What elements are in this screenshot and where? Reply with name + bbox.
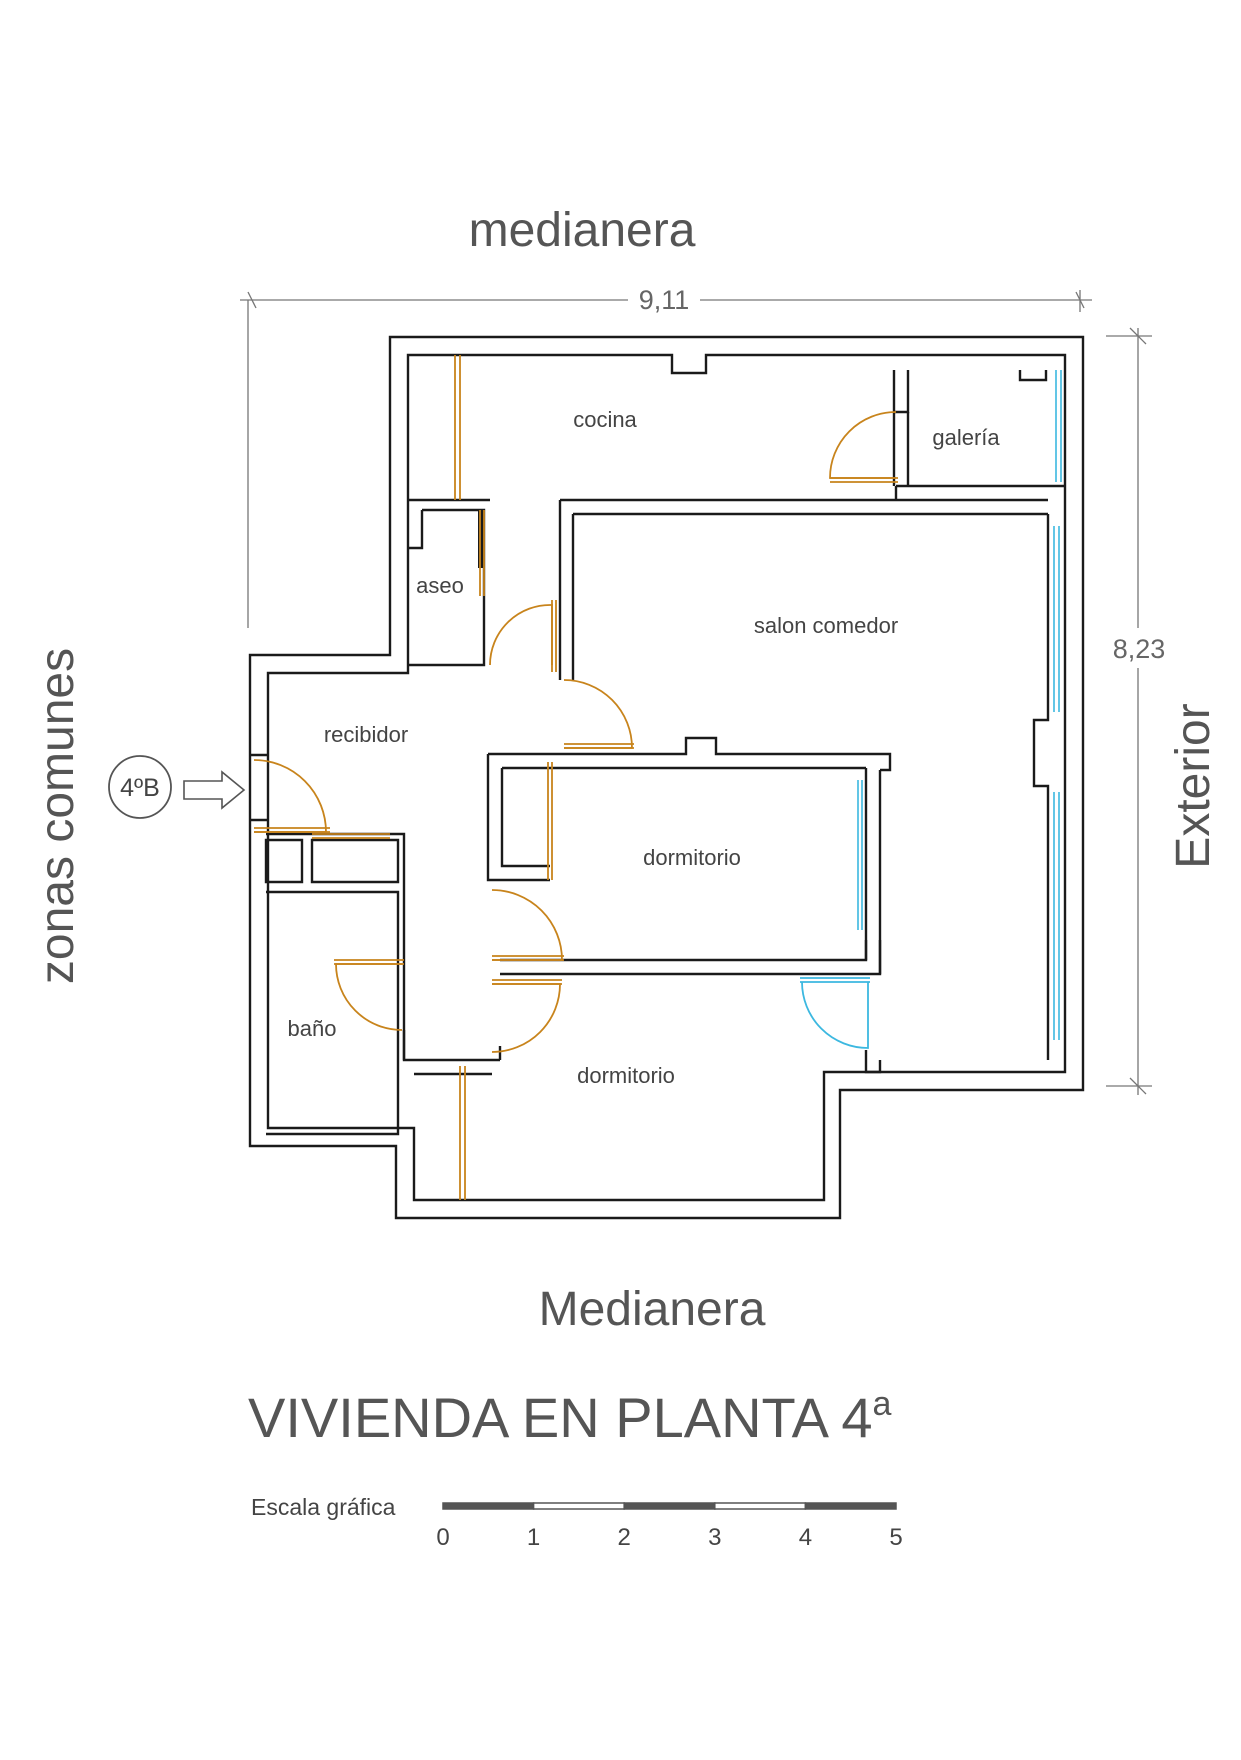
scale-segment-2 xyxy=(623,1502,716,1510)
door-aseo-leaf xyxy=(551,600,557,672)
room-dormitorio-2: dormitorio xyxy=(577,1063,675,1088)
kitchen-bump-1 xyxy=(892,370,910,414)
dimension-height xyxy=(1106,327,1152,1095)
door-dormitorio1-swing xyxy=(491,889,563,961)
dormitorio2-east-wall xyxy=(864,1050,882,1074)
galeria-west-wall xyxy=(892,412,910,486)
scale-ticks: 0 1 2 3 4 5 xyxy=(436,1524,902,1551)
room-labels: cocina galería aseo salon comedor recibi… xyxy=(288,407,1001,1088)
door-dormitorio2-pocket xyxy=(459,1066,466,1200)
door-salon-leaf xyxy=(564,743,634,749)
dormitorio1-west-wall xyxy=(486,754,550,882)
door-entrance xyxy=(253,759,327,833)
door-galeria-leaf xyxy=(830,477,898,483)
scale-tick-4: 4 xyxy=(799,1524,812,1551)
window-salon-2 xyxy=(1053,792,1060,1040)
label-top-medianera: medianera xyxy=(469,204,696,257)
scale-tick-5: 5 xyxy=(889,1524,902,1551)
balcony-door xyxy=(800,977,870,1049)
dimension-width-value: 9,11 xyxy=(639,285,690,315)
door-salon xyxy=(563,679,633,749)
salon-west-wall xyxy=(558,500,575,680)
door-bano-cabinet xyxy=(312,833,390,839)
room-salon-comedor: salon comedor xyxy=(754,613,898,638)
kitchen-bump-2 xyxy=(1018,370,1048,382)
east-column xyxy=(1032,514,1050,1060)
scale-segment-0 xyxy=(442,1502,535,1510)
bano-cabinet-2 xyxy=(310,838,400,884)
door-dormitorio2-balcony-leaf xyxy=(800,977,870,983)
scale-segment-1 xyxy=(532,1502,625,1510)
entrance-marker: 4ºB xyxy=(108,755,246,819)
room-cocina: cocina xyxy=(573,407,637,432)
door-galeria xyxy=(829,411,897,479)
plan-title-superscript: a xyxy=(873,1385,892,1423)
outer-wall xyxy=(248,335,1085,1220)
windows xyxy=(857,370,1062,1040)
scale-segment-4 xyxy=(804,1502,897,1510)
room-aseo: aseo xyxy=(416,573,464,598)
bano-corridor-wall xyxy=(402,1030,492,1076)
dimension-width xyxy=(240,290,1092,628)
dimension-width-mask xyxy=(628,284,700,316)
scale-tick-3: 3 xyxy=(708,1524,721,1551)
door-dormitorio1-leaf xyxy=(492,955,564,961)
inner-wall xyxy=(266,353,1067,1202)
dormitorio2-north-wall xyxy=(492,1046,502,1062)
room-recibidor: recibidor xyxy=(324,722,408,747)
salon-north-wall xyxy=(560,498,1048,516)
window-salon-1 xyxy=(1053,526,1060,712)
dormitorio1-east-wall xyxy=(864,768,882,974)
scale-tick-0: 0 xyxy=(436,1524,449,1551)
door-kitchen-pocket xyxy=(454,355,461,500)
dimension-height-value: 8,23 xyxy=(1113,634,1166,664)
unit-label: 4ºB xyxy=(120,774,160,802)
galeria-salon-wall xyxy=(894,484,1065,502)
door-dormitorio2-swing xyxy=(491,983,561,1053)
room-bano: baño xyxy=(288,1016,337,1041)
plan-title: VIVIENDA EN PLANTA 4a xyxy=(248,1385,892,1449)
window-dormitorio1 xyxy=(857,780,863,930)
door-dormitorio1-pocket xyxy=(547,762,553,880)
dormitorio1-south-wall xyxy=(500,940,882,976)
dimension-height-mask xyxy=(1110,628,1168,668)
door-dormitorio2-balcony xyxy=(801,981,869,1049)
door-entrance-leaf xyxy=(254,827,330,833)
room-dormitorio-1: dormitorio xyxy=(643,845,741,870)
wall-fills xyxy=(478,510,485,568)
room-galeria: galería xyxy=(932,425,1000,450)
plan-title-main: VIVIENDA EN PLANTA 4 xyxy=(248,1386,873,1449)
door-aseo-sliding xyxy=(479,510,485,596)
label-left-zonas-comunes: zonas comunes xyxy=(31,648,84,984)
aseo-notch xyxy=(408,510,424,550)
bano-cabinet-1 xyxy=(264,838,304,884)
label-bottom-medianera: Medianera xyxy=(539,1283,766,1336)
scale-tick-1: 1 xyxy=(527,1524,540,1551)
dormitorio1-north-wall xyxy=(488,736,892,772)
scale-bar xyxy=(442,1502,897,1510)
entrance-arrow-icon xyxy=(183,770,246,810)
scale-label: Escala gráfica xyxy=(251,1494,396,1520)
unit-circle xyxy=(108,755,172,819)
scale-segment-3 xyxy=(714,1502,807,1510)
entrance-jamb xyxy=(250,753,268,822)
door-bano-leaf xyxy=(334,959,404,965)
label-right-exterior: Exterior xyxy=(1167,703,1220,868)
window-galeria xyxy=(1055,370,1062,482)
door-bano-swing xyxy=(335,963,403,1031)
doors xyxy=(253,355,898,1200)
door-dormitorio2-leaf xyxy=(492,979,562,985)
door-aseo-swing xyxy=(489,604,553,666)
bano-room xyxy=(266,890,400,1136)
scale-tick-2: 2 xyxy=(618,1524,631,1551)
aseo-door-jamb xyxy=(478,510,485,568)
